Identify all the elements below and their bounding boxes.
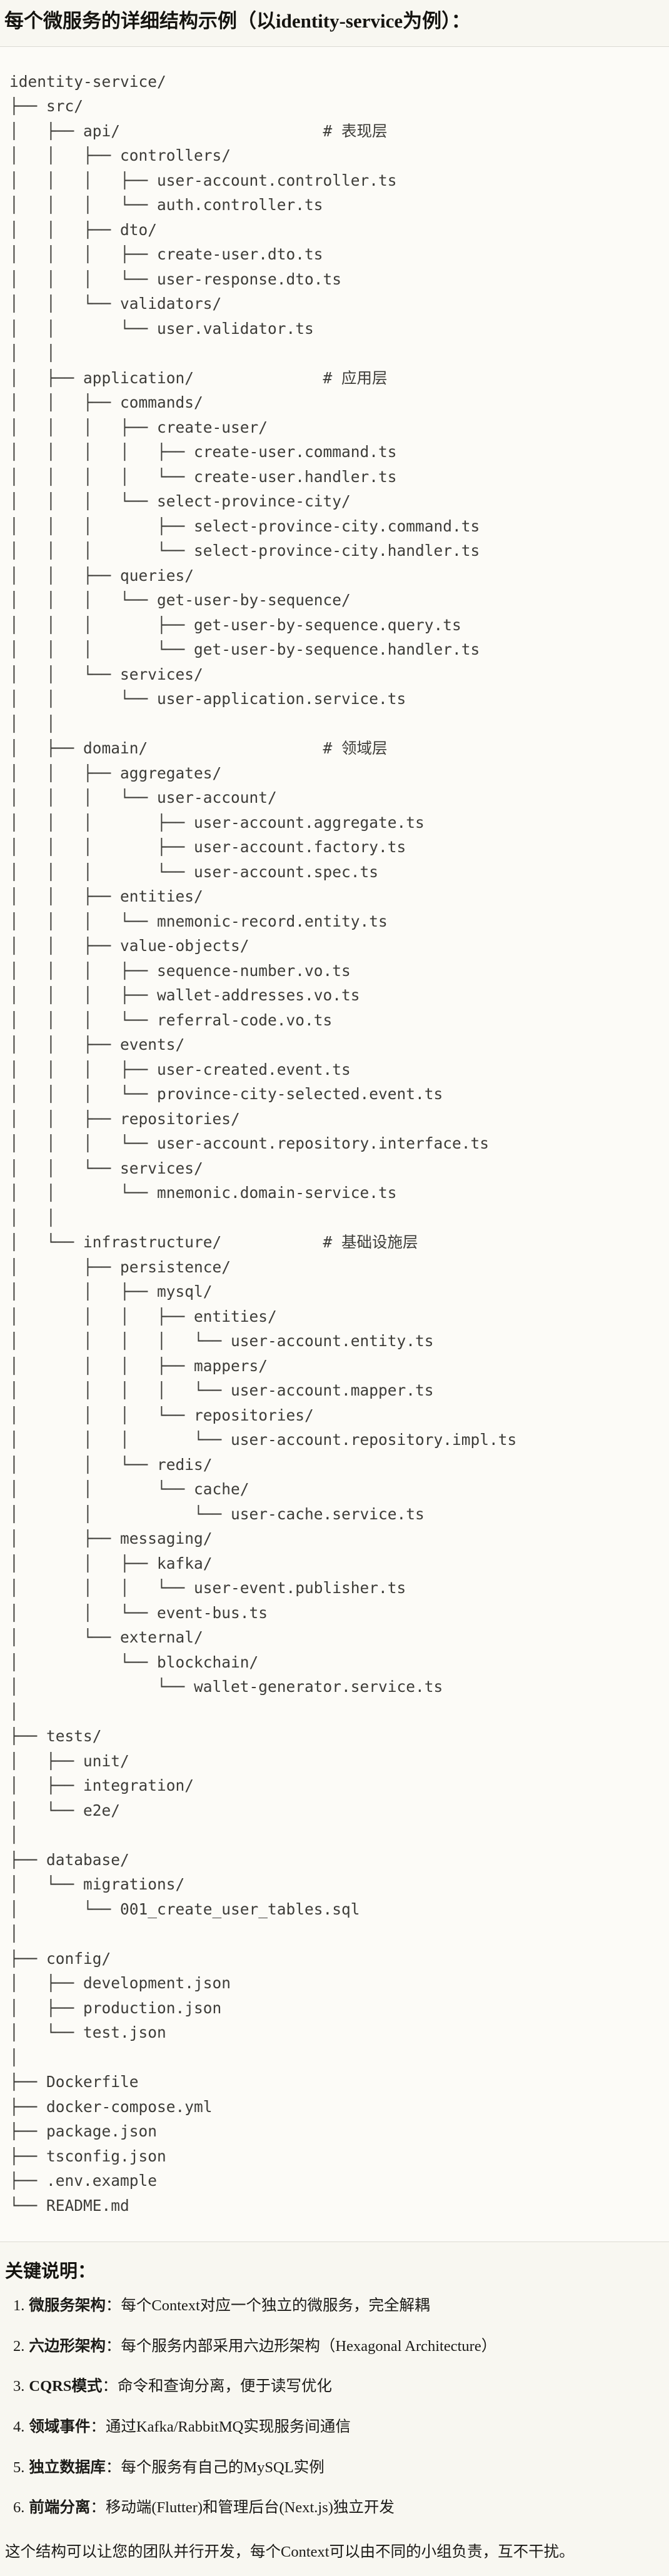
item-text: 每个服务内部采用六边形架构（Hexagonal Architecture） [121,2337,497,2355]
item-number: 1. [13,2297,25,2315]
item-number: 3. [13,2378,25,2395]
list-item: 4.领域事件：通过Kafka/RabbitMQ实现服务间通信 [13,2418,663,2437]
notes-section: 关键说明： 1.微服务架构：每个Context对应一个独立的微服务，完全解耦 2… [0,2242,669,2575]
list-item: 5.独立数据库：每个服务有自己的MySQL实例 [13,2458,663,2478]
item-text: 通过Kafka/RabbitMQ实现服务间通信 [105,2418,351,2436]
item-colon: ： [105,2337,121,2355]
notes-heading: 关键说明： [5,2262,96,2282]
item-number: 6. [13,2499,25,2517]
item-label: 六边形架构 [29,2337,106,2355]
item-colon: ： [90,2499,106,2517]
item-label: 领域事件 [29,2418,91,2436]
list-item: 6.前端分离：移动端(Flutter)和管理后台(Next.js)独立开发 [13,2498,663,2518]
page-title: 每个微服务的详细结构示例（以identity-service为例）： [4,10,471,32]
directory-tree-text: identity-service/ ├── src/ │ ├── api/ # … [9,72,517,2215]
item-label: 前端分离 [29,2499,91,2517]
footer-paragraph: 这个结构可以让您的团队并行开发，每个Context可以由不同的小组负责，互不干扰… [5,2543,575,2560]
item-colon: ： [102,2378,118,2395]
item-colon: ： [90,2418,106,2436]
item-text: 命令和查询分离，便于读写优化 [117,2378,332,2395]
item-label: 微服务架构 [29,2297,106,2315]
item-text: 每个Context对应一个独立的微服务，完全解耦 [121,2297,430,2315]
item-text: 移动端(Flutter)和管理后台(Next.js)独立开发 [105,2499,395,2517]
item-label: 独立数据库 [29,2458,106,2476]
list-item: 1.微服务架构：每个Context对应一个独立的微服务，完全解耦 [13,2297,663,2316]
item-number: 2. [13,2337,25,2355]
item-number: 4. [13,2418,25,2436]
notes-list: 1.微服务架构：每个Context对应一个独立的微服务，完全解耦 2.六边形架构… [5,2297,663,2518]
item-colon: ： [105,2458,121,2476]
item-colon: ： [105,2297,121,2315]
item-number: 5. [13,2458,25,2476]
code-block: identity-service/ ├── src/ │ ├── api/ # … [0,46,669,2243]
list-item: 3.CQRS模式：命令和查询分离，便于读写优化 [13,2377,663,2397]
item-label: CQRS模式 [29,2378,103,2395]
list-item: 2.六边形架构：每个服务内部采用六边形架构（Hexagonal Architec… [13,2337,663,2357]
item-text: 每个服务有自己的MySQL实例 [121,2458,324,2476]
